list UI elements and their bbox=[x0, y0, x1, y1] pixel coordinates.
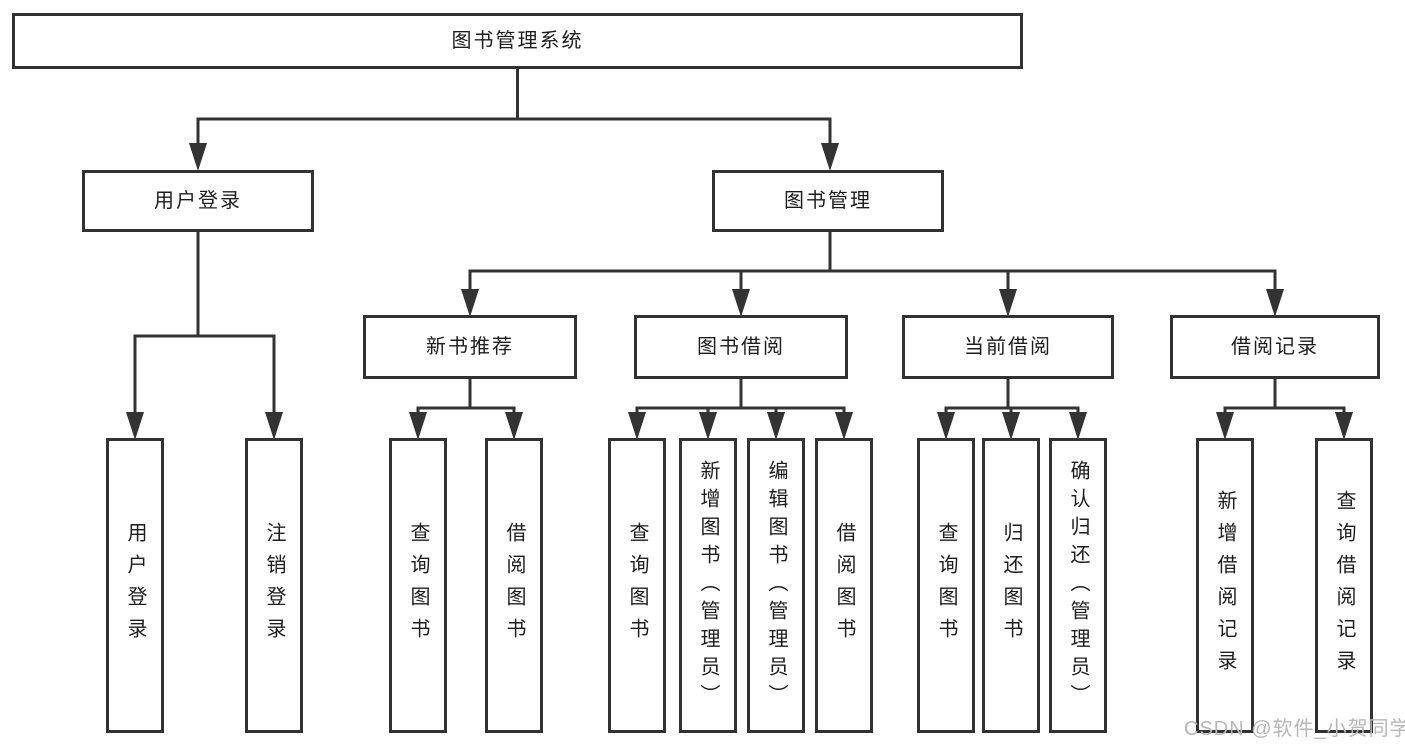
node-book-management: 图书管理 bbox=[712, 170, 944, 232]
leaf-current-return-books: 归还图书 bbox=[982, 438, 1040, 733]
node-user-login: 用户登录 bbox=[82, 170, 314, 232]
connector-book-management-to-level3 bbox=[461, 230, 1284, 317]
leaf-logout: 注销登录 bbox=[245, 438, 303, 733]
leaf-recommend-borrow-books: 借阅图书 bbox=[485, 438, 543, 733]
node-root: 图书管理系统 bbox=[12, 13, 1023, 69]
node-new-book-recommend: 新书推荐 bbox=[363, 315, 577, 379]
node-borrow-records: 借阅记录 bbox=[1170, 315, 1380, 379]
connector-current-borrow-to-leaves bbox=[937, 377, 1087, 440]
node-book-borrow: 图书借阅 bbox=[634, 315, 848, 379]
connector-user-login-to-leaves bbox=[126, 230, 283, 440]
connector-root-to-level2 bbox=[189, 67, 839, 171]
leaf-borrow-add-books-admin: 新增图书（管理员） bbox=[679, 438, 737, 733]
connector-new-book-recommend-to-leaves bbox=[409, 377, 523, 440]
leaf-records-query-record: 查询借阅记录 bbox=[1315, 438, 1373, 733]
leaf-records-add-record: 新增借阅记录 bbox=[1196, 438, 1254, 733]
leaf-current-query-books: 查询图书 bbox=[917, 438, 975, 733]
leaf-borrow-edit-books-admin: 编辑图书（管理员） bbox=[747, 438, 805, 733]
connector-book-borrow-to-leaves bbox=[628, 377, 853, 440]
connector-borrow-records-to-leaves bbox=[1216, 377, 1353, 440]
leaf-borrow-borrow-books: 借阅图书 bbox=[815, 438, 873, 733]
csdn-watermark: CSDN @软件_小贺同学 bbox=[1184, 718, 1405, 740]
node-current-borrow: 当前借阅 bbox=[902, 315, 1114, 379]
leaf-user-login: 用户登录 bbox=[106, 438, 164, 733]
leaf-borrow-query-books: 查询图书 bbox=[608, 438, 666, 733]
leaf-current-confirm-return-admin: 确认归还（管理员） bbox=[1049, 438, 1107, 733]
leaf-recommend-query-books: 查询图书 bbox=[389, 438, 447, 733]
